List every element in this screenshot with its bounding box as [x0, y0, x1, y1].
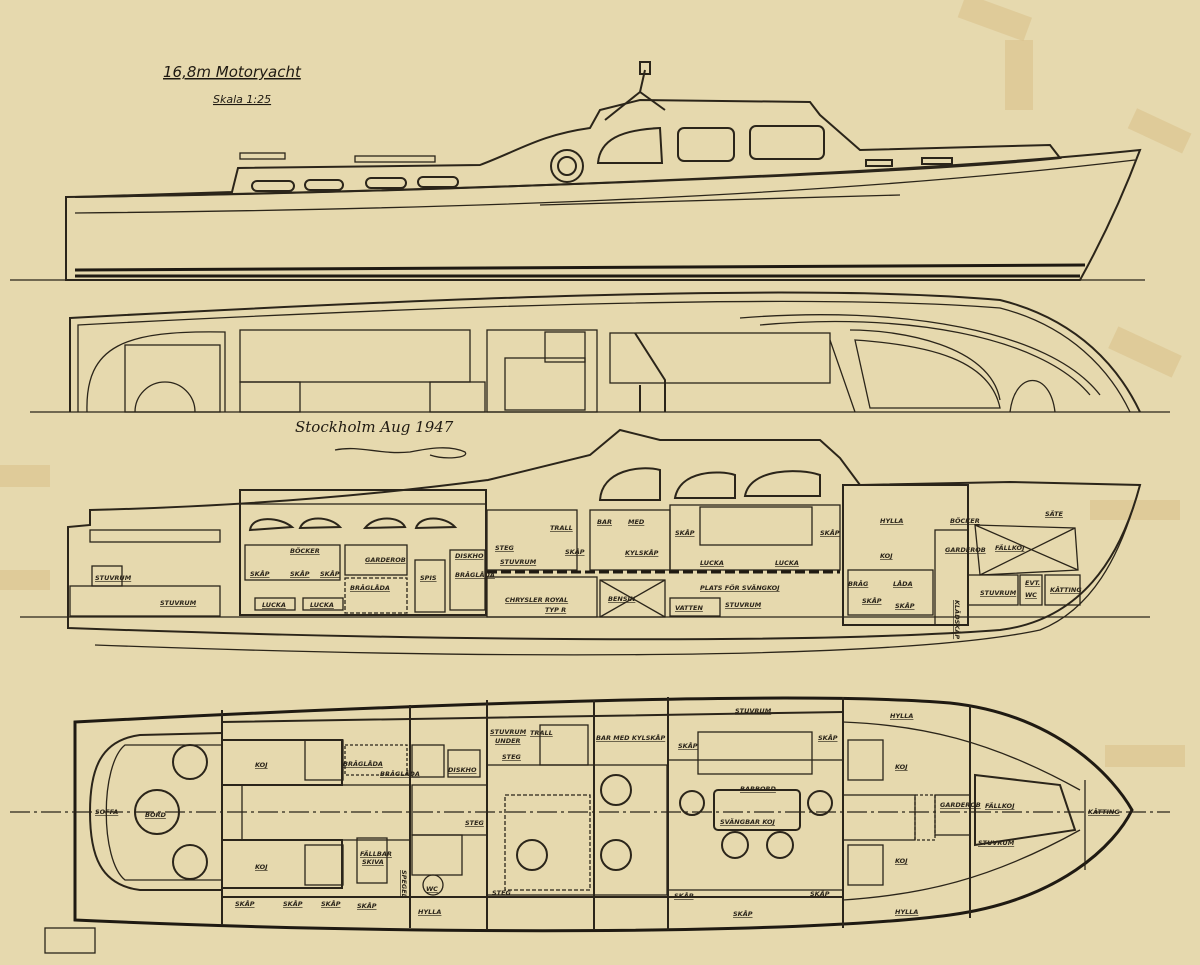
section-room-label: BRÄGLÅDA — [350, 583, 390, 592]
section-room-label: FÄLLKOJ — [995, 543, 1025, 552]
plan-room-label: SVÄNGBAR KOJ — [720, 817, 775, 826]
section-room-label: BAR — [597, 518, 612, 526]
plan-room-label: STEG — [492, 889, 512, 897]
tape-marks — [0, 0, 1192, 767]
section-room-label: KÄTTING — [1050, 585, 1082, 594]
section-room-label: KLÄDSKÅP — [953, 600, 962, 639]
plan-room-label: SKÅP — [674, 891, 694, 900]
section-room-label: STUVRUM — [980, 589, 1017, 597]
plan-room-label: SPEGEL — [400, 870, 408, 898]
plan-room-label: HYLLA — [418, 908, 441, 916]
section-room-label: SKÅP — [820, 528, 840, 537]
section-room-label: SKÅP — [675, 528, 695, 537]
section-room-label: MED — [628, 518, 645, 526]
section-room-label: WC — [1025, 591, 1037, 599]
section-room-label: VATTEN — [675, 604, 703, 612]
section-room-label: STUVRUM — [95, 574, 132, 582]
plan-room-label: SKÅP — [321, 899, 341, 908]
section-room-label: BRÄGLÅDA — [455, 570, 495, 579]
section-room-label: STUVRUM — [160, 599, 197, 607]
plan-room-label: WC — [426, 885, 438, 893]
section-room-label: CHRYSLER ROYAL — [505, 596, 568, 604]
plan-room-label: DISKHO — [448, 766, 477, 774]
plan-room-label: SKÅP — [818, 733, 838, 742]
section-room-label: TRALL — [550, 524, 573, 532]
plan-room-label: SKÅP — [357, 901, 377, 910]
plan-room-label: SOFFA — [95, 808, 118, 816]
drawing-scale: Skala 1:25 — [213, 93, 271, 106]
plan-room-label: KÄTTING — [1088, 807, 1120, 816]
plan-room-label: HYLLA — [895, 908, 918, 916]
plan-room-label: BORD — [145, 811, 166, 819]
plan-room-label: GARDEROB — [940, 801, 981, 809]
section-labels: STUVRUM STUVRUM SKÅP BÖCKER SKÅP SKÅP GARDEROB… — [95, 509, 1082, 639]
plan-room-label: STUVRUM — [735, 707, 772, 715]
plan-room-label: STEG — [465, 819, 485, 827]
plan-room-label: STUVRUM — [978, 839, 1015, 847]
section-room-label: LUCKA — [775, 559, 799, 567]
plan-room-label: UNDER — [495, 737, 521, 745]
section-room-label: STUVRUM — [725, 601, 762, 609]
section-view — [20, 428, 1150, 656]
section-room-label: SKÅP — [320, 569, 340, 578]
floor-plan — [10, 696, 1170, 933]
section-windows — [248, 467, 821, 532]
plan-room-label: SKÅP — [678, 741, 698, 750]
plan-room-label: BRÄGLÅDA — [380, 769, 420, 778]
deck-plan — [30, 291, 1170, 413]
plan-room-label: SKIVA — [362, 858, 384, 866]
section-room-label: BRÄG — [848, 579, 869, 588]
section-room-label: KOJ — [880, 552, 893, 560]
plan-room-label: FÄLLBAR — [360, 849, 392, 858]
plan-room-label: KOJ — [255, 863, 268, 871]
plan-room-label: STUVRUM — [490, 728, 527, 736]
section-room-label: HYLLA — [880, 517, 903, 525]
section-room-label: BÖCKER — [950, 516, 980, 525]
profile-view — [10, 61, 1145, 281]
section-room-label: SKÅP — [862, 596, 882, 605]
section-room-label: BÖCKER — [290, 546, 320, 555]
plan-room-label: KOJ — [895, 857, 908, 865]
plan-room-label: SKÅP — [283, 899, 303, 908]
plan-room-label: HYLLA — [890, 712, 913, 720]
section-room-label: SPIS — [420, 574, 437, 582]
plan-room-label: BAR MED KYLSKÅP — [596, 733, 665, 742]
signature-text: Stockholm Aug 1947 — [295, 418, 454, 436]
plan-room-label: TRALL — [530, 729, 553, 737]
plan-room-label: SKÅP — [733, 909, 753, 918]
portholes — [251, 125, 953, 192]
drawing-title: 16,8m Motoryacht — [163, 63, 302, 81]
section-room-label: STEG — [495, 544, 515, 552]
section-room-label: GARDEROB — [365, 556, 406, 564]
section-room-label: PLATS FÖR SVÄNGKOJ — [700, 583, 780, 592]
section-room-label: GARDEROB — [945, 546, 986, 554]
section-room-label: SKÅP — [250, 569, 270, 578]
section-room-label: SKÅP — [290, 569, 310, 578]
section-room-label: DISKHO — [455, 552, 484, 560]
section-room-label: KYLSKÅP — [625, 548, 659, 557]
plan-room-label: KOJ — [255, 761, 268, 769]
plan-room-label: SKÅP — [810, 889, 830, 898]
section-room-label: LÅDA — [893, 579, 913, 588]
plan-room-label: FÄLLKOJ — [985, 801, 1015, 810]
section-room-label: STUVRUM — [500, 558, 537, 566]
plan-room-label: STEG — [502, 753, 522, 761]
plan-room-label: KOJ — [895, 763, 908, 771]
section-room-label: LUCKA — [262, 601, 286, 609]
signature: Stockholm Aug 1947 — [295, 418, 467, 459]
section-room-label: LUCKA — [700, 559, 724, 567]
section-room-label: SKÅP — [565, 547, 585, 556]
plan-room-label: SKÅP — [235, 899, 255, 908]
plan-room-label: BRÄGLÅDA — [343, 759, 383, 768]
section-room-label: LUCKA — [310, 601, 334, 609]
section-room-label: EVT. — [1025, 579, 1040, 587]
archive-stamp — [44, 927, 96, 954]
section-room-label: TYP R — [545, 606, 566, 614]
plan-room-label: BARBORD — [740, 785, 776, 793]
section-room-label: SKÅP — [895, 601, 915, 610]
section-room-label: BENSIN — [608, 595, 636, 603]
section-room-label: SÄTE — [1045, 509, 1064, 518]
